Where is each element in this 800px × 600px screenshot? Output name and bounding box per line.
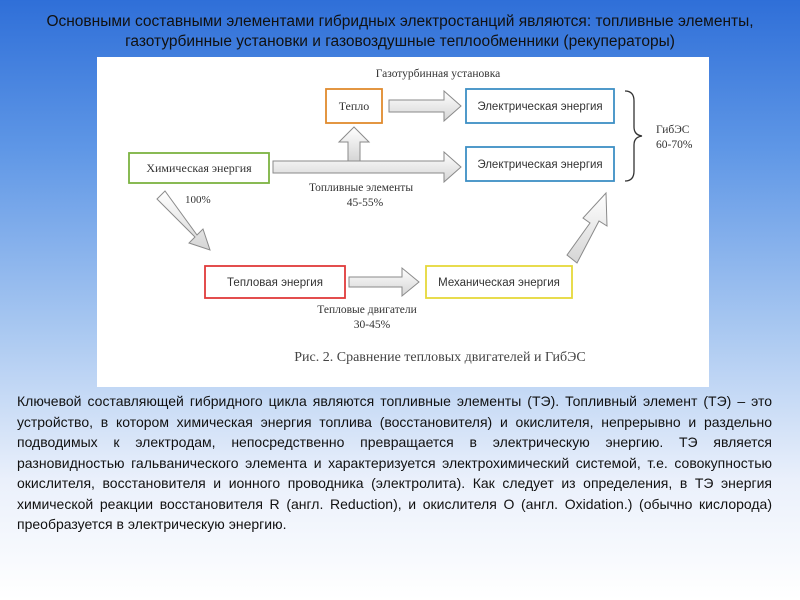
figure-caption: Рис. 2. Сравнение тепловых двигателей и …	[294, 350, 585, 365]
fuel-cells-percent: 45-55%	[347, 197, 384, 209]
body-paragraph: Ключевой составляющей гибридного цикла я…	[17, 393, 772, 532]
electric-energy-mid-box: Электрическая энергия	[465, 146, 615, 182]
heat-engines-label: Тепловые двигатели	[317, 304, 416, 316]
electric-energy-top-label: Электрическая энергия	[477, 101, 602, 113]
electric-energy-top-box: Электрическая энергия	[465, 88, 615, 124]
arrow-heat-to-electric	[388, 89, 462, 123]
arrow-up-to-heat	[337, 126, 371, 162]
mechanical-energy-label: Механическая энергия	[438, 277, 560, 289]
arrow-chemical-to-electric	[272, 150, 462, 184]
arrow-chemical-to-thermal	[156, 190, 211, 251]
heat-box-label: Тепло	[339, 99, 370, 113]
thermal-energy-box: Тепловая энергия	[204, 265, 346, 299]
arrow-mechanical-to-electric	[566, 191, 608, 264]
heat-box: Тепло	[325, 88, 383, 124]
heat-engines-percent: 30-45%	[354, 319, 391, 331]
gibes-label: ГибЭС	[656, 124, 690, 136]
arrow-thermal-to-mechanical	[348, 266, 420, 298]
gibes-bracket	[624, 90, 643, 182]
slide-title: Основными составными элементами гибридны…	[46, 13, 754, 50]
electric-energy-mid-label: Электрическая энергия	[477, 159, 602, 171]
label-100-percent: 100%	[185, 194, 211, 206]
energy-comparison-diagram: Газотурбинная установка Тепло Электричес…	[97, 57, 709, 387]
mechanical-energy-box: Механическая энергия	[425, 265, 573, 299]
gas-turbine-label: Газотурбинная установка	[376, 68, 500, 80]
fuel-cells-label: Топливные элементы	[309, 182, 413, 194]
thermal-energy-label: Тепловая энергия	[227, 277, 323, 289]
chemical-energy-box: Химическая энергия	[128, 152, 270, 184]
chemical-energy-label: Химическая энергия	[146, 161, 252, 175]
gibes-percent: 60-70%	[656, 139, 693, 151]
